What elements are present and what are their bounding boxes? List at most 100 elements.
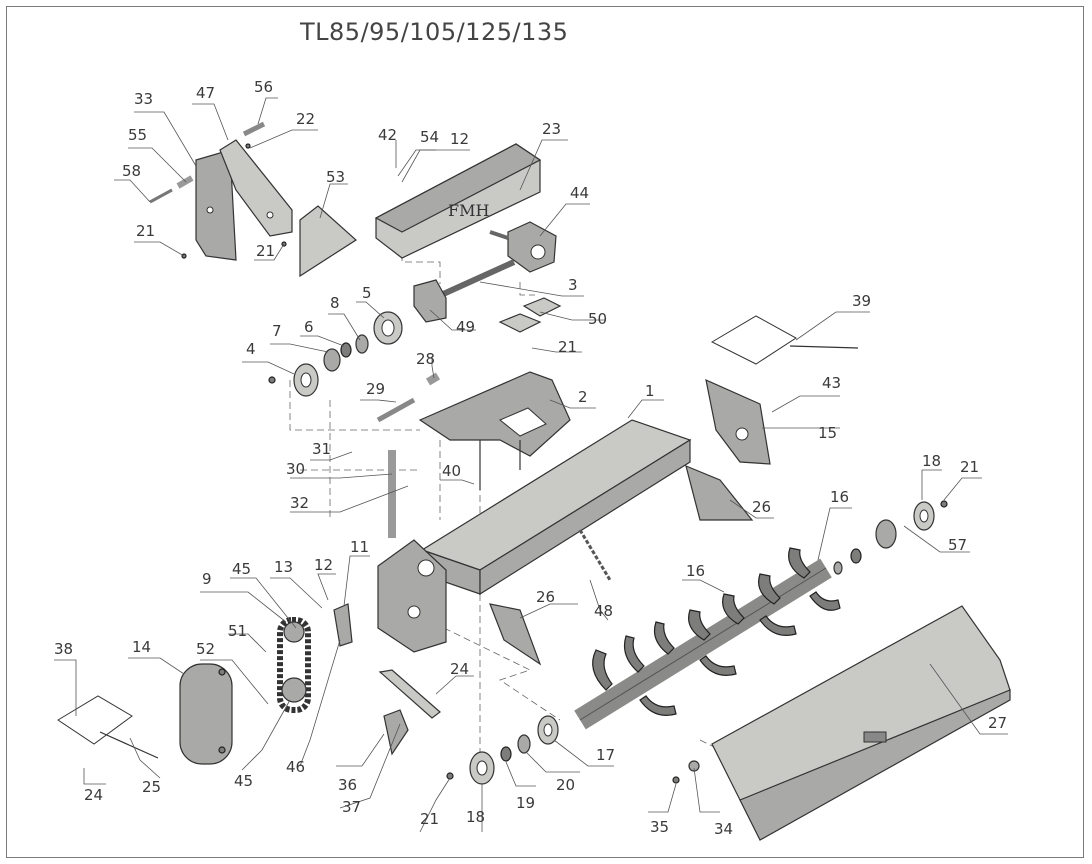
svg-text:14: 14: [132, 638, 151, 656]
svg-text:26: 26: [536, 588, 555, 606]
callout: 40: [440, 462, 475, 485]
callout: 3: [479, 276, 584, 297]
part-rear-hood: [711, 605, 1011, 841]
callout: 26: [519, 588, 578, 619]
part-brackets: [378, 669, 441, 756]
svg-text:25: 25: [142, 778, 161, 796]
callout: 57: [903, 525, 970, 554]
callout: 48: [589, 579, 613, 621]
svg-text:5: 5: [362, 284, 372, 302]
part-top-pin: [376, 372, 441, 423]
part-rear-rack: [710, 315, 859, 365]
part-cover-plate: [299, 205, 357, 278]
part-bearing-block: [413, 279, 447, 323]
callout: 24: [83, 768, 106, 804]
callout: 21: [943, 458, 982, 501]
callout: 56: [254, 78, 278, 125]
svg-text:21: 21: [558, 338, 577, 356]
svg-text:16: 16: [686, 562, 705, 580]
part-side-plate: [377, 539, 447, 653]
callout: 54: [401, 128, 439, 183]
svg-text:50: 50: [588, 310, 607, 328]
callout: 13: [270, 558, 323, 609]
part-gearbox-cover: FMH: [374, 143, 542, 259]
part-chain-cover: [179, 663, 233, 765]
svg-text:35: 35: [650, 818, 669, 836]
part-pins: [149, 121, 287, 259]
callout: 44: [539, 184, 590, 237]
callout: 14: [128, 638, 185, 675]
svg-text:15: 15: [818, 424, 837, 442]
callout: 9: [200, 570, 287, 623]
callout: 17: [553, 739, 615, 767]
svg-text:24: 24: [450, 660, 469, 678]
svg-text:22: 22: [296, 110, 315, 128]
svg-text:13: 13: [274, 558, 293, 576]
svg-text:21: 21: [256, 242, 275, 260]
callout: 43: [771, 374, 841, 413]
callout: 12: [314, 556, 336, 601]
svg-text:48: 48: [594, 602, 613, 620]
svg-text:40: 40: [442, 462, 461, 480]
svg-text:20: 20: [556, 776, 575, 794]
svg-text:38: 38: [54, 640, 73, 658]
callout: 30: [286, 460, 393, 479]
svg-text:33: 33: [134, 90, 153, 108]
rotor-tines: [592, 547, 841, 716]
callout: 28: [416, 350, 435, 379]
callout: 50: [539, 310, 607, 328]
callout: 15: [762, 424, 840, 442]
callout: 6: [300, 318, 345, 347]
svg-text:2: 2: [578, 388, 588, 406]
svg-text:30: 30: [286, 460, 305, 478]
part-chain-drive: [277, 617, 311, 713]
callout: 8: [328, 294, 361, 341]
part-tensioner: [333, 603, 353, 647]
svg-text:12: 12: [314, 556, 333, 574]
svg-text:55: 55: [128, 126, 147, 144]
svg-text:37: 37: [342, 798, 361, 816]
part-main-beam: [420, 419, 692, 596]
diagram-title: TL85/95/105/125/135: [300, 18, 569, 46]
svg-text:47: 47: [196, 84, 215, 102]
svg-text:45: 45: [232, 560, 251, 578]
svg-text:44: 44: [570, 184, 589, 202]
callout: 5: [356, 284, 385, 319]
svg-text:18: 18: [466, 808, 485, 826]
svg-text:19: 19: [516, 794, 535, 812]
svg-text:45: 45: [234, 772, 253, 790]
callout: 1: [627, 382, 664, 419]
svg-text:12: 12: [450, 130, 469, 148]
svg-text:11: 11: [350, 538, 369, 556]
callout: 21: [419, 777, 451, 833]
svg-text:57: 57: [948, 536, 967, 554]
callout: 32: [290, 485, 409, 513]
svg-text:17: 17: [596, 746, 615, 764]
svg-text:53: 53: [326, 168, 345, 186]
svg-text:29: 29: [366, 380, 385, 398]
callout: 4: [242, 340, 295, 375]
callout: 45: [234, 699, 291, 790]
part-skid-right: [685, 464, 754, 521]
part-hood-bolts: [672, 760, 700, 784]
callout: 2: [549, 388, 596, 409]
part-front-rack: [57, 695, 159, 759]
callout: 47: [192, 84, 229, 141]
callout: 23: [519, 120, 568, 191]
svg-text:21: 21: [136, 222, 155, 240]
svg-text:7: 7: [272, 322, 282, 340]
svg-text:28: 28: [416, 350, 435, 368]
svg-text:3: 3: [568, 276, 578, 294]
svg-text:51: 51: [228, 622, 247, 640]
svg-text:42: 42: [378, 126, 397, 144]
svg-text:18: 18: [922, 452, 941, 470]
callout: 27: [929, 663, 1008, 735]
callout: 37: [339, 723, 401, 816]
callouts: 1 2 3 4 5 6 7 8 9 11 12 12 13 14 15 16 1…: [54, 78, 1008, 838]
callout: 22: [249, 110, 318, 149]
svg-text:36: 36: [338, 776, 357, 794]
callout: 49: [429, 309, 476, 336]
callout: 34: [693, 767, 733, 838]
